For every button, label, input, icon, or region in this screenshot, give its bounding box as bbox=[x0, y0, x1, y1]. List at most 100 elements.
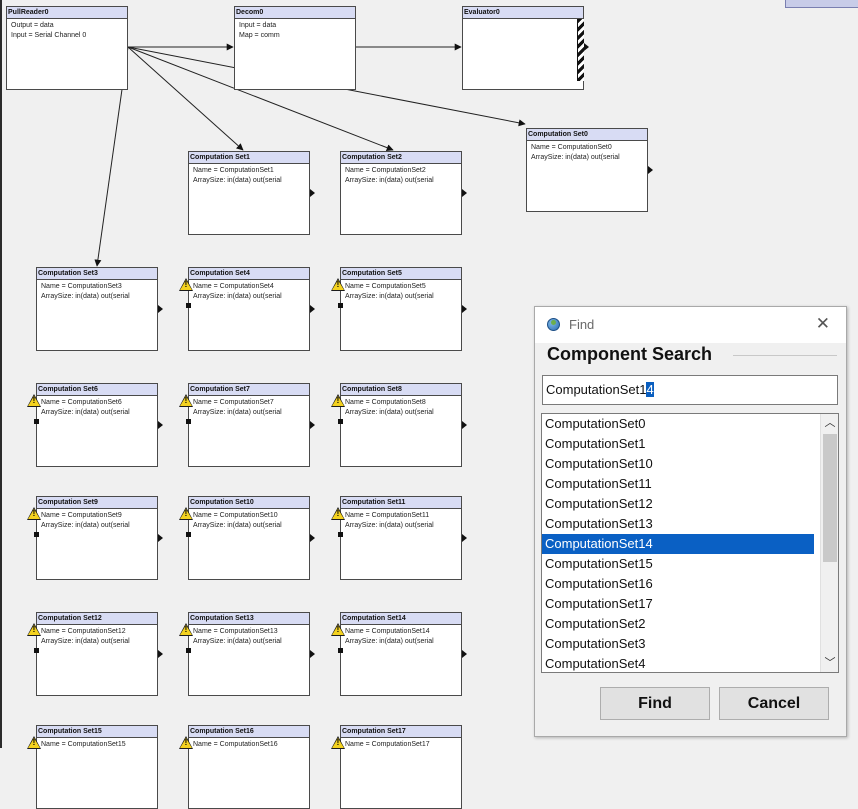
list-item[interactable]: ComputationSet2 bbox=[545, 616, 646, 631]
node-property: ArraySize: in(data) out(serial bbox=[345, 638, 434, 645]
warning-triangle-icon: ! bbox=[27, 394, 41, 407]
node-property: ArraySize: in(data) out(serial bbox=[41, 293, 130, 300]
list-item[interactable]: ComputationSet1 bbox=[545, 436, 646, 451]
output-port-icon[interactable] bbox=[648, 166, 653, 174]
output-port-icon[interactable] bbox=[310, 534, 315, 542]
list-item[interactable]: ComputationSet3 bbox=[545, 636, 646, 651]
warning-glyph: ! bbox=[184, 509, 188, 518]
list-item[interactable]: ComputationSet0 bbox=[545, 416, 646, 431]
node-property: Output = data bbox=[11, 22, 54, 29]
node-property: Name = ComputationSet0 bbox=[531, 144, 612, 151]
list-item[interactable]: ComputationSet10 bbox=[545, 456, 653, 471]
input-port-icon[interactable] bbox=[34, 648, 39, 653]
node-property: ArraySize: in(data) out(serial bbox=[193, 522, 282, 529]
output-port-icon[interactable] bbox=[584, 43, 589, 51]
input-port-icon[interactable] bbox=[338, 648, 343, 653]
output-port-icon[interactable] bbox=[310, 305, 315, 313]
cancel-button[interactable]: Cancel bbox=[719, 687, 829, 720]
input-port-icon[interactable] bbox=[186, 532, 191, 537]
corner-tab[interactable] bbox=[785, 0, 858, 8]
list-item[interactable]: ComputationSet13 bbox=[545, 516, 653, 531]
input-port-icon[interactable] bbox=[34, 419, 39, 424]
input-port-icon[interactable] bbox=[186, 303, 191, 308]
list-scrollbar[interactable]: ︿ ﹀ bbox=[820, 414, 838, 672]
warning-glyph: ! bbox=[32, 625, 36, 634]
output-port-icon[interactable] bbox=[158, 305, 163, 313]
search-input[interactable]: ComputationSet14 bbox=[542, 375, 838, 405]
output-port-icon[interactable] bbox=[462, 189, 467, 197]
output-port-icon[interactable] bbox=[310, 189, 315, 197]
input-port-icon[interactable] bbox=[338, 419, 343, 424]
node-properties: Name = ComputationSet17 bbox=[341, 738, 461, 750]
output-port-icon[interactable] bbox=[158, 650, 163, 658]
list-item[interactable]: ComputationSet12 bbox=[545, 496, 653, 511]
output-port-icon[interactable] bbox=[310, 650, 315, 658]
warning-glyph: ! bbox=[32, 396, 36, 405]
list-item[interactable]: ComputationSet4 bbox=[545, 656, 646, 671]
scroll-up-icon[interactable]: ︿ bbox=[824, 417, 836, 429]
close-icon[interactable]: ✕ bbox=[815, 314, 830, 333]
output-port-icon[interactable] bbox=[158, 421, 163, 429]
warning-triangle-icon: ! bbox=[331, 736, 345, 749]
warning-triangle-icon: ! bbox=[331, 394, 345, 407]
node-property: Name = ComputationSet14 bbox=[345, 628, 430, 635]
node-property: Name = ComputationSet16 bbox=[193, 741, 278, 748]
warning-triangle-icon: ! bbox=[179, 736, 193, 749]
list-item[interactable]: ComputationSet15 bbox=[545, 556, 653, 571]
node-property: Name = ComputationSet15 bbox=[41, 741, 126, 748]
node-property: ArraySize: in(data) out(serial bbox=[41, 638, 130, 645]
output-port-icon[interactable] bbox=[462, 421, 467, 429]
list-item[interactable]: ComputationSet14 bbox=[542, 534, 814, 554]
node-title: Computation Set5 bbox=[341, 268, 461, 280]
scroll-thumb[interactable] bbox=[823, 434, 837, 562]
output-port-icon[interactable] bbox=[158, 534, 163, 542]
warning-triangle-icon: ! bbox=[179, 394, 193, 407]
list-item[interactable]: ComputationSet16 bbox=[545, 576, 653, 591]
node-properties: Name = ComputationSet15 bbox=[37, 738, 157, 750]
input-port-icon[interactable] bbox=[338, 532, 343, 537]
node-property: Name = ComputationSet1 bbox=[193, 167, 274, 174]
output-port-icon[interactable] bbox=[462, 305, 467, 313]
dialog-titlebar[interactable]: Find ✕ bbox=[535, 307, 846, 343]
input-port-icon[interactable] bbox=[338, 303, 343, 308]
input-port-icon[interactable] bbox=[186, 648, 191, 653]
list-item[interactable]: ComputationSet17 bbox=[545, 596, 653, 611]
connection-pullreader0-computationset1[interactable] bbox=[127, 46, 244, 151]
node-property: ArraySize: in(data) out(serial bbox=[345, 522, 434, 529]
output-port-icon[interactable] bbox=[462, 650, 467, 658]
node-evaluator0[interactable]: Evaluator0 bbox=[462, 6, 589, 90]
input-port-icon[interactable] bbox=[34, 532, 39, 537]
input-port-icon[interactable] bbox=[186, 419, 191, 424]
output-port-icon[interactable] bbox=[310, 421, 315, 429]
scroll-down-icon[interactable]: ﹀ bbox=[824, 657, 836, 669]
find-button[interactable]: Find bbox=[600, 687, 710, 720]
warning-glyph: ! bbox=[32, 738, 36, 747]
node-property: Name = ComputationSet5 bbox=[345, 283, 426, 290]
list-item[interactable]: ComputationSet11 bbox=[545, 476, 652, 491]
node-title: Computation Set8 bbox=[341, 384, 461, 396]
warning-triangle-icon: ! bbox=[27, 736, 41, 749]
output-port-icon[interactable] bbox=[462, 534, 467, 542]
